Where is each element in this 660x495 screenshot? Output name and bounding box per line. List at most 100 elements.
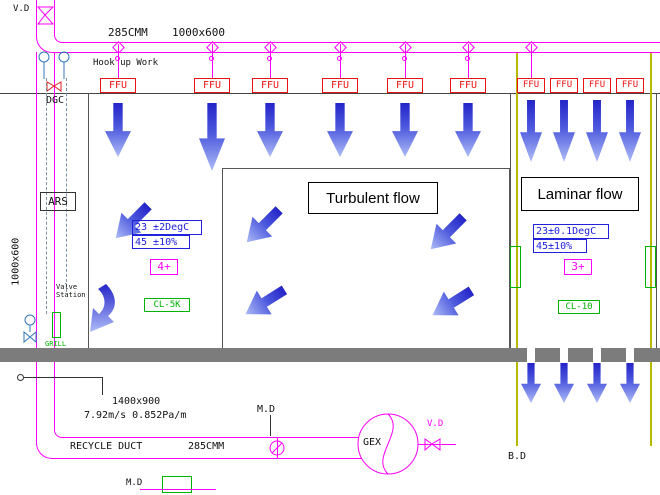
riser-bottom-elbow-inner [54, 429, 63, 438]
recycle-duct-label: RECYCLE DUCT [70, 441, 143, 452]
ffu-unit: FFU [194, 78, 230, 93]
grill-label: GRILL [45, 340, 67, 348]
floor-grate-gap [560, 348, 568, 362]
gex-label: GEX [363, 437, 382, 448]
airflow-down-arrow-icon [520, 100, 542, 162]
laminar-right-wall [656, 93, 657, 348]
hanger-circle-icon [115, 56, 120, 61]
airflow-down-arrow-icon [586, 100, 608, 162]
floor-grate-gap [527, 348, 535, 362]
md-damper-label: M.D [257, 404, 276, 415]
riser-left-line [36, 52, 37, 442]
laminar-rh-spec: 45±10% [533, 239, 587, 253]
airflow-down-arrow-icon [455, 103, 481, 157]
turbulent-cleanliness-badge: CL-5K [144, 298, 190, 312]
floor-grate-gap [626, 348, 634, 362]
recycle-duct-size-label: 1400x900 [112, 396, 161, 407]
vd-bottom-label: V.D [427, 419, 444, 429]
valve-pipe-dashed-line [46, 78, 47, 314]
airflow-down-arrow-icon [199, 103, 225, 171]
laminar-temp-spec: 23±0.1DegC [533, 224, 609, 239]
hanger-circle-icon [209, 56, 214, 61]
laminar-cleanliness-badge: CL-10 [558, 300, 600, 314]
hanger-line [405, 44, 406, 78]
duct-size-label: 1000x600 [172, 26, 225, 39]
ffu-unit: FFU [322, 78, 358, 93]
recycle-duct-bottom-line [51, 458, 363, 459]
leader-line [270, 415, 271, 436]
turbulent-flow-label: Turbulent flow [308, 182, 438, 214]
turbulent-rh-spec: 45 ±10% [132, 235, 190, 249]
dgc-valve-icon [46, 81, 62, 92]
underfloor-airflow-arrow-icon [521, 363, 541, 403]
recycle-duct-velocity-label: 7.92m/s 0.852Pa/m [84, 410, 187, 421]
hookup-work-label: Hook up Work [93, 58, 159, 68]
bottom-grill-outline [162, 476, 192, 493]
ffu-unit: FFU [550, 78, 578, 93]
ars-box: ARS [40, 192, 76, 211]
supply-duct-bottom-line [54, 52, 660, 53]
leader-line [24, 377, 102, 378]
hanger-line [531, 44, 532, 78]
hanger-line [340, 44, 341, 78]
laminar-plenum-wall-left [516, 52, 518, 446]
turbulent-temp-spec: 23 ±2DegC [132, 220, 202, 235]
drain-point-icon [17, 374, 24, 381]
airflow-down-arrow-icon [257, 103, 283, 157]
airflow-down-arrow-icon [105, 103, 131, 157]
dgc-label: DGC [46, 95, 65, 106]
vd-valve-top-icon [37, 6, 54, 25]
duct-riser-outer [36, 0, 37, 37]
hanger-circle-icon [465, 56, 470, 61]
floor-grate-gap [593, 348, 601, 362]
bd-label: B.D [508, 451, 527, 462]
riser-size-label: 1000x600 [10, 237, 22, 286]
wall-filter-outline [645, 246, 656, 288]
valve-lollipop-icons [38, 51, 70, 79]
laminar-left-wall [510, 93, 511, 348]
airflow-down-arrow-icon [327, 103, 353, 157]
ffu-unit: FFU [517, 78, 545, 93]
hanger-line [468, 44, 469, 78]
exhaust-fan-symbol [357, 413, 419, 475]
duct-flow-label: 285CMM [108, 26, 148, 39]
recycle-duct-top-line [61, 437, 360, 438]
md-bottom-label: M.D [126, 478, 143, 488]
return-airflow-curved-arrow-icon [90, 284, 115, 332]
underfloor-airflow-arrow-icon [620, 363, 640, 403]
motor-damper-icon [269, 440, 285, 456]
laminar-plenum-wall-right [650, 52, 652, 446]
duct-riser-inner [54, 0, 55, 35]
hanger-circle-icon [267, 56, 272, 61]
laminar-class-badge: 3+ [564, 259, 592, 275]
ffu-unit: FFU [100, 78, 136, 93]
airflow-down-arrow-icon [392, 103, 418, 157]
leader-line [102, 377, 103, 395]
riser-bottom-elbow-outer [36, 442, 53, 459]
hanger-line [270, 44, 271, 78]
underfloor-airflow-arrow-icon [587, 363, 607, 403]
ffu-unit: FFU [450, 78, 486, 93]
vd-top-label: V.D [13, 4, 30, 14]
turbulent-class-badge: 4+ [150, 259, 178, 275]
raised-floor [0, 348, 660, 362]
airflow-down-arrow-icon [553, 100, 575, 162]
airflow-down-arrow-icon [619, 100, 641, 162]
ffu-unit: FFU [387, 78, 423, 93]
bottom-duct-line [140, 489, 216, 490]
supply-duct-top-line [61, 42, 660, 43]
hanger-circle-icon [402, 56, 407, 61]
hanger-circle-icon [337, 56, 342, 61]
riser-right-line [54, 52, 55, 429]
ffu-unit: FFU [583, 78, 611, 93]
hanger-line [212, 44, 213, 78]
valve-pipe-dashed-line [66, 78, 67, 292]
recycle-flow-label: 285CMM [188, 441, 225, 452]
gex-outlet-line [418, 444, 456, 445]
valve-station-label: Valve Station [56, 283, 86, 300]
hanger-line [118, 44, 119, 78]
vd-valve-bottom-icon [424, 438, 441, 451]
left-wall [88, 93, 89, 348]
valve-station-valve-icon [23, 314, 37, 344]
